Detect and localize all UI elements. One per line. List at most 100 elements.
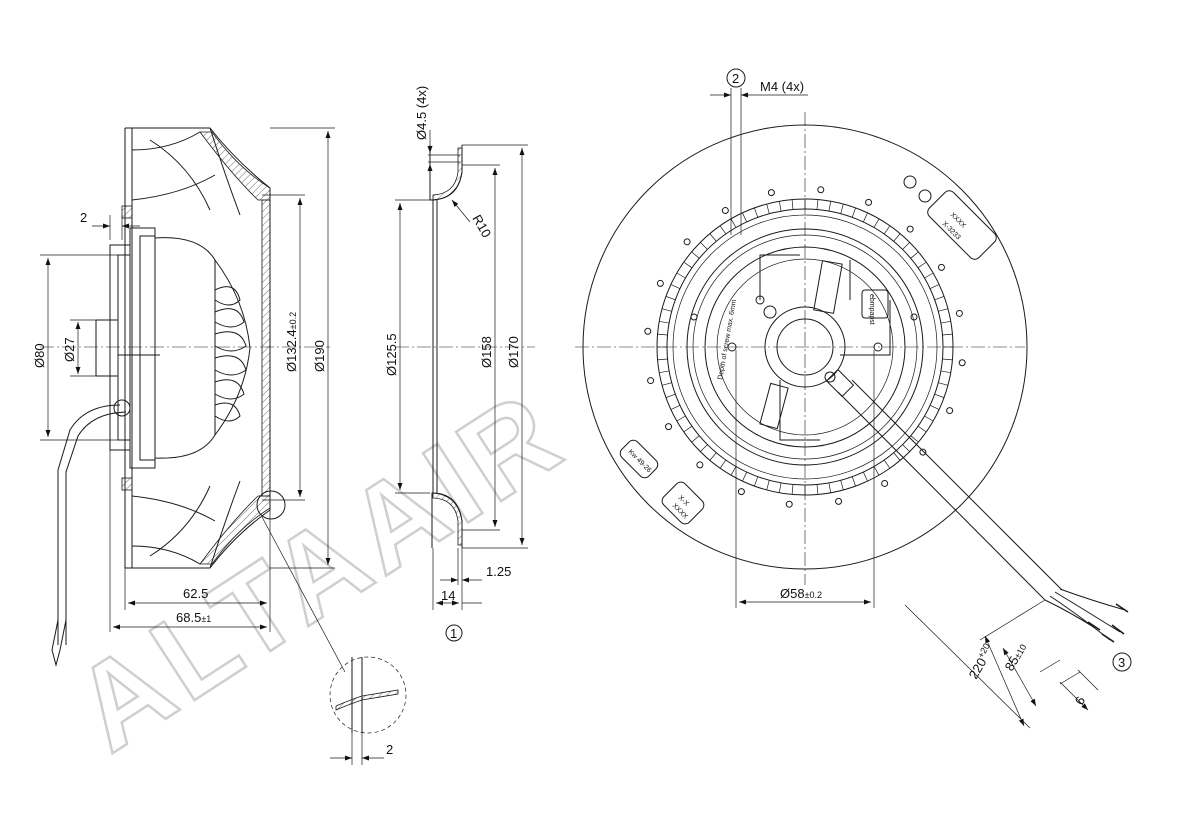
terminal-lug bbox=[881, 479, 889, 487]
fin-tick bbox=[676, 272, 686, 279]
label-plate: ebmpapst bbox=[868, 294, 875, 325]
section-view: Ø4.5 (4x) R10 Ø125.5 Ø158 Ø170 1.25 14 1 bbox=[384, 86, 535, 642]
fin-tick bbox=[929, 284, 940, 289]
fin-tick bbox=[766, 203, 770, 214]
fin-tick bbox=[910, 251, 919, 259]
fin-tick bbox=[883, 225, 891, 235]
fin-tick bbox=[665, 393, 676, 398]
fin-tick bbox=[934, 296, 945, 301]
dim-cable-len-tol: +20 bbox=[976, 641, 992, 659]
fin-tick bbox=[691, 251, 700, 259]
fin-tick bbox=[657, 333, 668, 336]
terminal-lug bbox=[785, 500, 793, 508]
dim-strip-len: 85 bbox=[1002, 653, 1022, 673]
detail-view: 2 bbox=[329, 656, 407, 765]
terminal-lug bbox=[958, 359, 966, 367]
fin-tick bbox=[893, 233, 901, 242]
fin-tick bbox=[676, 415, 686, 422]
dim-cable-len: 220 bbox=[966, 655, 990, 681]
dim-mid-dia: Ø158 bbox=[479, 336, 494, 368]
dim-offset: 1.25 bbox=[486, 564, 511, 579]
fin-tick bbox=[942, 333, 953, 336]
fin-tick bbox=[754, 476, 759, 487]
dim-length-2-group: 68.5±1 bbox=[176, 610, 211, 625]
fin-tick bbox=[883, 459, 891, 469]
dim-strip-len-tol: ±10 bbox=[1012, 643, 1028, 661]
dim-holes: Ø4.5 (4x) bbox=[414, 86, 429, 140]
terminal-lug bbox=[767, 189, 775, 197]
callout-2: 2 bbox=[732, 71, 739, 86]
terminal-lug bbox=[865, 198, 873, 206]
fin-tick bbox=[938, 308, 949, 312]
fin-tick bbox=[910, 435, 919, 443]
fin-tick bbox=[709, 233, 717, 242]
dim-strip-len-group: 85±10 bbox=[1002, 641, 1030, 674]
fin-tick bbox=[683, 425, 693, 433]
fin-tick bbox=[742, 212, 747, 223]
fin-tick bbox=[670, 405, 681, 410]
dim-length-2: 68.5 bbox=[176, 610, 201, 625]
terminal-lug bbox=[647, 377, 655, 385]
fin-tick bbox=[778, 482, 782, 493]
fin-tick bbox=[840, 203, 844, 214]
dim-motor-dia: Ø132.4 bbox=[284, 329, 299, 372]
fin-tick bbox=[940, 320, 951, 324]
dim-inner-dia: Ø125.5 bbox=[384, 333, 399, 376]
terminal-lug bbox=[683, 238, 691, 246]
fin-tick bbox=[851, 207, 856, 218]
dim-bore-tol: ±0.2 bbox=[805, 590, 822, 600]
fin-tick bbox=[902, 242, 910, 250]
dim-width: 14 bbox=[441, 588, 455, 603]
fin-tick bbox=[661, 382, 672, 386]
terminal-lug bbox=[721, 207, 729, 215]
front-view: ebmpapst Depth of screw max. 6mm XXXX X-… bbox=[575, 68, 1132, 729]
fin-tick bbox=[851, 476, 856, 487]
fin-tick bbox=[828, 201, 832, 212]
label-date: Kw 49-26 bbox=[627, 448, 653, 474]
fin-tick bbox=[657, 358, 668, 361]
dim-shaft-dia: Ø80 bbox=[32, 343, 47, 368]
fin-tick bbox=[828, 482, 832, 493]
fin-tick bbox=[934, 393, 945, 398]
dim-bore: Ø58 bbox=[780, 586, 805, 601]
fin-tick bbox=[700, 242, 708, 250]
dim-cable-len-group: 220+20 bbox=[965, 641, 997, 681]
fin-tick bbox=[940, 370, 951, 374]
fin-tick bbox=[917, 261, 927, 269]
fin-tick bbox=[929, 405, 940, 410]
fin-tick bbox=[730, 466, 737, 476]
fin-tick bbox=[942, 358, 953, 361]
fin-tick bbox=[938, 382, 949, 386]
dim-hub-dia: Ø27 bbox=[62, 337, 77, 362]
terminal-lug bbox=[696, 461, 704, 469]
fin-tick bbox=[719, 459, 727, 469]
fin-tick bbox=[778, 201, 782, 212]
fin-tick bbox=[917, 425, 927, 433]
fin-tick bbox=[924, 272, 934, 279]
side-view: 2 Ø80 Ø27 Ø132.4±0.2 Ø190 62.5 68.5±1 bbox=[32, 127, 346, 673]
terminal-lug bbox=[644, 327, 652, 335]
dim-wire-end: 6 bbox=[1072, 694, 1089, 708]
fin-tick bbox=[670, 284, 681, 289]
terminal-lug bbox=[656, 279, 664, 287]
fin-tick bbox=[816, 484, 819, 495]
fin-tick bbox=[863, 471, 868, 482]
dim-flange-thickness: 2 bbox=[80, 210, 87, 225]
fin-tick bbox=[873, 466, 880, 476]
terminal-lug bbox=[906, 225, 914, 233]
callout-1: 1 bbox=[450, 626, 457, 641]
dim-motor-dia-group: Ø132.4±0.2 bbox=[284, 312, 299, 372]
fin-tick bbox=[873, 218, 880, 228]
callout-3: 3 bbox=[1118, 655, 1125, 670]
dim-length-2-tol: ±1 bbox=[201, 614, 211, 624]
dim-outer-dia: Ø170 bbox=[506, 336, 521, 368]
fin-tick bbox=[709, 452, 717, 461]
dim-radius: R10 bbox=[469, 212, 494, 240]
terminal-lug bbox=[919, 448, 927, 456]
fin-tick bbox=[700, 444, 708, 452]
dim-overall-dia: Ø190 bbox=[312, 340, 327, 372]
label-screw: Depth of screw max. 6mm bbox=[717, 299, 738, 380]
dim-length-1: 62.5 bbox=[183, 586, 208, 601]
fin-tick bbox=[791, 199, 794, 210]
